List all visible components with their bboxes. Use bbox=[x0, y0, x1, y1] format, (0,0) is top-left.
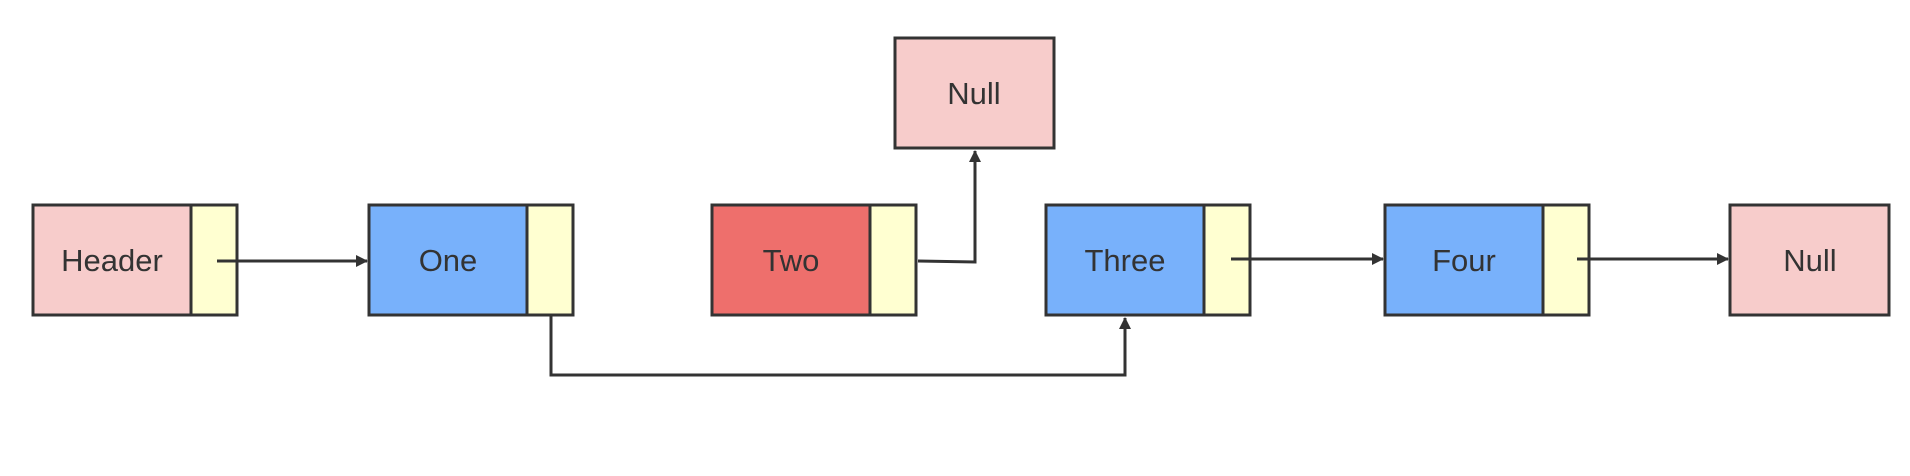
node-two: Two bbox=[710, 203, 918, 317]
node-one-data-cell bbox=[367, 203, 529, 317]
node-three-data-cell bbox=[1044, 203, 1206, 317]
node-four-label: Four bbox=[1432, 243, 1496, 278]
arrow-one-to-three bbox=[549, 315, 1131, 377]
node-four: Four bbox=[1383, 203, 1591, 317]
node-header: Header bbox=[31, 203, 239, 317]
node-one-label: One bbox=[419, 243, 478, 278]
node-two-pointer-cell bbox=[868, 203, 918, 317]
node-two-label: Two bbox=[763, 243, 820, 278]
node-header-data-cell bbox=[31, 203, 193, 317]
node-three-label: Three bbox=[1085, 243, 1166, 278]
null-box-end: Null bbox=[1728, 203, 1891, 317]
arrow-two-to-null bbox=[917, 150, 981, 264]
node-three: Three bbox=[1044, 203, 1252, 317]
pointer-arrows bbox=[217, 150, 1729, 377]
null-box-end-label: Null bbox=[1783, 243, 1836, 278]
null-box-end-rect bbox=[1728, 203, 1891, 317]
null-box-top-rect bbox=[893, 36, 1056, 150]
node-four-data-cell bbox=[1383, 203, 1545, 317]
null-box-top-label: Null bbox=[947, 76, 1000, 111]
node-header-label: Header bbox=[61, 243, 163, 278]
null-box-top: Null bbox=[893, 36, 1056, 150]
node-one: One bbox=[367, 203, 575, 317]
node-one-pointer-cell bbox=[525, 203, 575, 317]
